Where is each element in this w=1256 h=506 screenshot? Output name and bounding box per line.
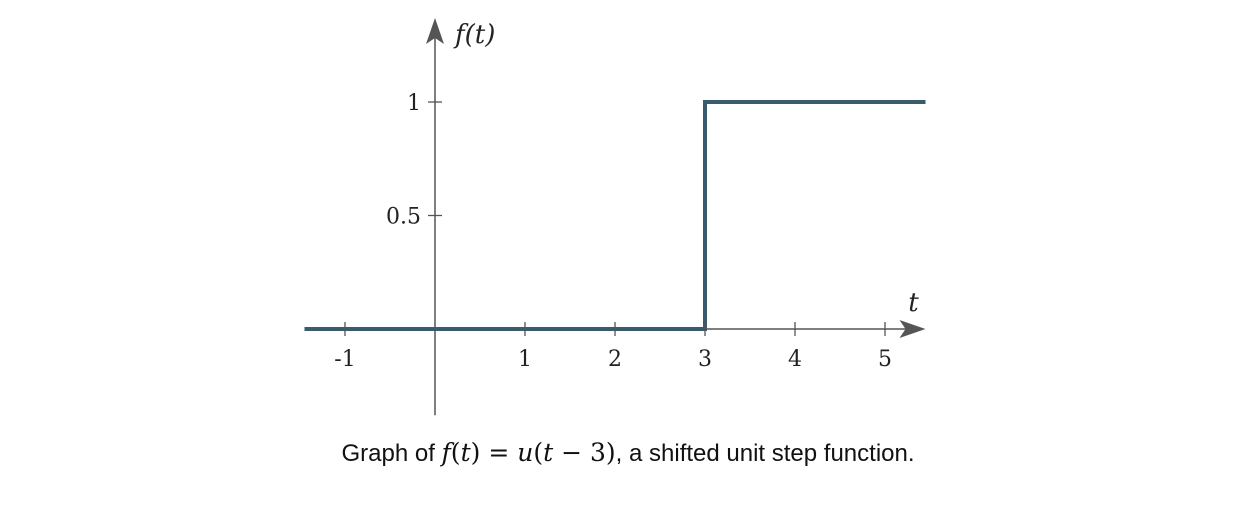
caption-equals: =	[480, 438, 518, 467]
series-layer	[304, 100, 926, 331]
caption-t1: t	[460, 438, 471, 467]
y-tick-label: 1	[407, 91, 421, 116]
x-tick-label: 1	[518, 347, 532, 372]
caption-prefix: Graph of	[341, 440, 442, 467]
x-axis-label: t	[908, 288, 919, 318]
x-tick-label: 3	[698, 347, 712, 372]
y-axis-label: f(t)	[453, 20, 495, 50]
caption-t2: t	[543, 438, 554, 467]
caption-suffix: , a shifted unit step function.	[615, 440, 915, 467]
x-tick-label: -1	[334, 347, 355, 372]
caption-f: f	[441, 438, 451, 467]
step-function-line	[304, 100, 926, 331]
caption-minus-three: − 3	[553, 438, 606, 467]
figure-caption: Graph of f(t) = u(t − 3), a shifted unit…	[0, 438, 1256, 468]
x-tick-label: 4	[788, 347, 802, 372]
step-function-chart: -1 1 2 3 4 5 1 0.5 t f(t)	[304, 18, 926, 416]
x-axis-arrow	[899, 320, 926, 338]
y-axis-arrow	[426, 18, 444, 44]
y-tick-label: 0.5	[386, 205, 421, 230]
x-tick-label: 2	[608, 347, 622, 372]
caption-u: u	[517, 438, 534, 467]
ticks-layer: -1 1 2 3 4 5 1 0.5	[334, 91, 892, 372]
caption-formula: f(t) = u(t − 3)	[441, 438, 616, 467]
x-tick-label: 5	[878, 347, 892, 372]
